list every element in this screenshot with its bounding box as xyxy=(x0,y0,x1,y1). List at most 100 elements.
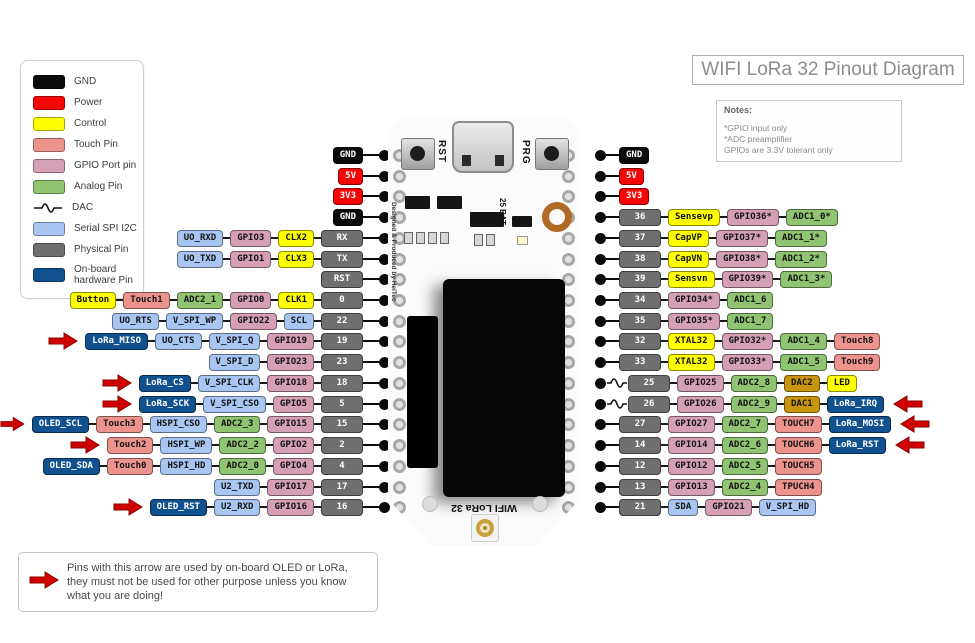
red-arrow-icon xyxy=(70,436,100,454)
transistor xyxy=(405,196,430,209)
pin-dot xyxy=(379,356,390,368)
pin-box: 25 xyxy=(628,374,670,392)
connector-line xyxy=(260,361,268,363)
pin-box: ADC1_6 xyxy=(726,291,774,309)
connector-line xyxy=(661,340,668,342)
pin-hole xyxy=(562,170,575,183)
connector-line xyxy=(606,299,619,301)
connector-line xyxy=(190,382,198,384)
pin-box: OLED_SCL xyxy=(31,415,90,433)
connector-line xyxy=(606,195,619,197)
pin-box: ADC2_0 xyxy=(219,457,266,475)
pin-dot xyxy=(379,315,390,327)
pin-box: RST xyxy=(321,270,363,288)
pin-dot xyxy=(379,294,390,306)
connector-line xyxy=(271,237,279,239)
connector-line xyxy=(363,465,379,467)
connector-line xyxy=(661,258,668,260)
pin-dot xyxy=(379,170,390,182)
oled-ribbon xyxy=(407,316,438,468)
connector-line xyxy=(363,486,379,488)
pin-dot xyxy=(379,398,390,410)
connector-line xyxy=(773,278,781,280)
pin-dot xyxy=(595,294,606,306)
connector-line xyxy=(661,423,668,425)
pin-box: 27 xyxy=(619,415,661,433)
pin-box: GPIO26 xyxy=(677,395,724,413)
red-arrow-icon xyxy=(113,498,143,516)
capacitor xyxy=(440,232,449,244)
pin-box: GPIO19 xyxy=(267,332,314,350)
pin-dot xyxy=(595,501,606,513)
pin-dot xyxy=(379,481,390,493)
pin-box: Touch2 xyxy=(106,436,154,454)
connector-line xyxy=(698,506,706,508)
connector-line xyxy=(606,154,619,156)
pin-dot xyxy=(379,149,390,161)
pin-box: HSPI_CSO xyxy=(149,415,207,433)
connector-line xyxy=(260,382,268,384)
pin-box: DAC2 xyxy=(784,374,820,392)
pin-box: 18 xyxy=(321,374,363,392)
pin-dot xyxy=(595,377,606,389)
legend-swatch xyxy=(33,95,65,110)
pin-box: ADC1_7 xyxy=(726,312,774,330)
pin-box: 12 xyxy=(619,457,661,475)
pin-dot xyxy=(595,356,606,368)
connector-line xyxy=(606,506,619,508)
connector-line xyxy=(314,465,321,467)
connector-line xyxy=(223,320,231,322)
pin-box: CLK1 xyxy=(278,291,314,309)
connector-line xyxy=(314,486,321,488)
pin-box: Sensvn xyxy=(668,270,715,288)
pin-row-left: 5V xyxy=(0,167,390,185)
pin-box: DAC1 xyxy=(784,395,820,413)
pin-box: GPIO27 xyxy=(668,415,715,433)
connector-line xyxy=(709,237,717,239)
pin-dot xyxy=(379,190,390,202)
pin-box: U2_RXD xyxy=(213,498,261,516)
pin-box: V_SPI_CSO xyxy=(203,395,266,413)
pin-box: TOUCH7 xyxy=(775,415,822,433)
pin-box: ADC1_3* xyxy=(780,270,833,288)
connector-line xyxy=(670,403,677,405)
oled-display xyxy=(443,279,565,497)
pin-box: 2 xyxy=(321,436,363,454)
red-arrow-icon xyxy=(29,570,59,594)
pin-box: LoRa_CS xyxy=(138,374,191,392)
pin-dot xyxy=(595,253,606,265)
legend-item: GPIO Port pin xyxy=(33,155,143,176)
pin-box: 15 xyxy=(321,415,363,433)
connector-line xyxy=(768,465,776,467)
legend-item: Power xyxy=(33,92,143,113)
pin-dot xyxy=(595,335,606,347)
connector-line xyxy=(271,258,279,260)
page-title: WIFI LoRa 32 Pinout Diagram xyxy=(692,55,964,85)
pin-box: GPIO39* xyxy=(721,270,774,288)
pin-dot xyxy=(595,460,606,472)
pin-row-right: GND xyxy=(595,146,975,164)
pin-dot xyxy=(379,460,390,472)
connector-line xyxy=(768,423,776,425)
connector-line xyxy=(363,340,379,342)
notes-box: Notes: *GPIO input only*ADC preamplifier… xyxy=(716,100,902,162)
silk-25-bat: 25 BAT xyxy=(498,198,507,225)
connector-line xyxy=(819,403,827,405)
connector-line xyxy=(169,299,177,301)
connector-line xyxy=(314,382,321,384)
connector-line xyxy=(363,320,379,322)
legend-swatch xyxy=(33,179,65,194)
pin-box: 16 xyxy=(321,498,363,516)
